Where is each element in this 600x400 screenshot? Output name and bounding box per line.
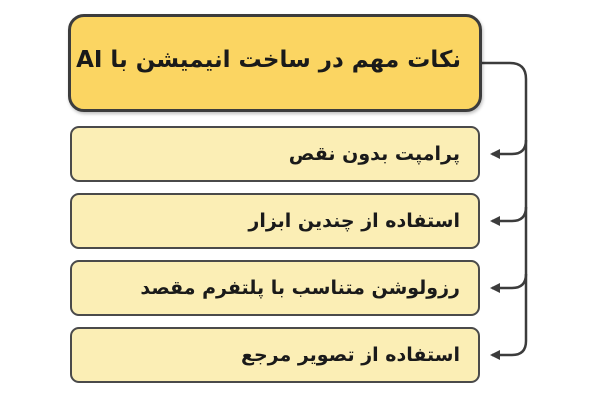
diagram-item-label: استفاده از چندین ابزار (248, 210, 460, 232)
trunk-line (482, 61, 528, 360)
diagram-item-box: پرامپت بدون نقص (70, 126, 480, 182)
branch-arrow-3 (490, 273, 528, 293)
diagram-title: نکات مهم در ساخت انیمیشن با AI (76, 47, 461, 73)
diagram-item-box: استفاده از تصویر مرجع (70, 327, 480, 383)
diagram-item-label: استفاده از تصویر مرجع (240, 344, 460, 366)
branch-arrow-1 (490, 139, 528, 159)
diagram-item-box: رزولوشن متناسب با پلتفرم مقصد (70, 260, 480, 316)
diagram-title-box: نکات مهم در ساخت انیمیشن با AI (68, 14, 482, 112)
diagram-item-label: پرامپت بدون نقص (288, 143, 460, 165)
diagram-item-box: استفاده از چندین ابزار (70, 193, 480, 249)
branch-arrow-2 (490, 206, 528, 226)
diagram-item-label: رزولوشن متناسب با پلتفرم مقصد (140, 277, 460, 299)
